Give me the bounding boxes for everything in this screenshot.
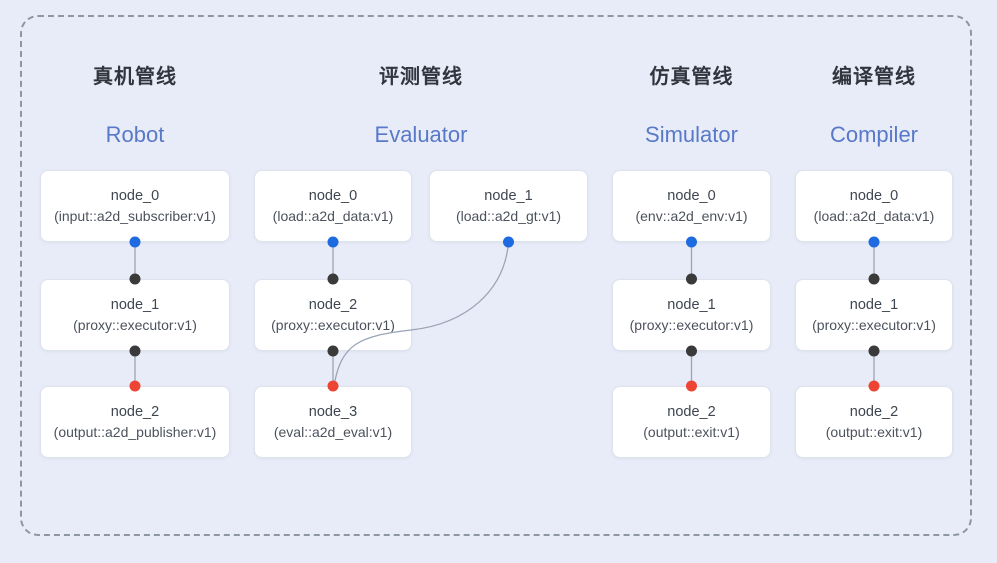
node-type: (eval::a2d_eval:v1) [273, 424, 393, 440]
evaluator-node_0-card: node_0(load::a2d_data:v1) [254, 170, 412, 242]
node-name: node_2 [849, 404, 899, 420]
pipeline-simulator-title-en: Simulator [645, 122, 738, 147]
node-name: node_1 [110, 297, 160, 313]
node-name: node_0 [849, 188, 899, 204]
pipeline-compiler-title-zh: 编译管线 [832, 66, 916, 88]
evaluator-node_1-card: node_1(load::a2d_gt:v1) [429, 170, 588, 242]
node-type: (output::exit:v1) [643, 424, 740, 440]
node-name: node_1 [849, 297, 899, 313]
node-name: node_0 [110, 188, 160, 204]
diagram-boundary [20, 15, 972, 536]
node-type: (load::a2d_data:v1) [813, 208, 935, 224]
pipeline-evaluator-title-zh: 评测管线 [379, 66, 463, 88]
pipeline-robot-title-zh: 真机管线 [93, 66, 177, 88]
pipeline-evaluator-title-en: Evaluator [374, 122, 468, 147]
node-type: (env::a2d_env:v1) [635, 208, 748, 224]
node-name: node_3 [308, 404, 358, 420]
node-type: (proxy::executor:v1) [629, 317, 754, 333]
node-name: node_1 [484, 188, 533, 204]
pipeline-simulator-title-zh: 仿真管线 [649, 66, 734, 88]
simulator-node_2-card: node_2(output::exit:v1) [612, 386, 771, 458]
node-type: (load::a2d_gt:v1) [455, 208, 562, 224]
compiler-node_1-card: node_1(proxy::executor:v1) [795, 279, 953, 351]
node-name: node_1 [667, 297, 716, 313]
node-name: node_2 [667, 404, 716, 420]
compiler-node_2-card: node_2(output::exit:v1) [795, 386, 953, 458]
robot-node_0-card: node_0(input::a2d_subscriber:v1) [40, 170, 230, 242]
robot-node_1-card: node_1(proxy::executor:v1) [40, 279, 230, 351]
node-type: (proxy::executor:v1) [812, 317, 936, 333]
node-name: node_0 [667, 188, 716, 204]
compiler-node_0-card: node_0(load::a2d_data:v1) [795, 170, 953, 242]
node-type: (proxy::executor:v1) [73, 317, 197, 333]
evaluator-node_3-card: node_3(eval::a2d_eval:v1) [254, 386, 412, 458]
node-type: (proxy::executor:v1) [271, 317, 395, 333]
node-type: (output::exit:v1) [825, 424, 923, 440]
pipeline-compiler-title-en: Compiler [829, 122, 919, 147]
robot-node_2-card: node_2(output::a2d_publisher:v1) [40, 386, 230, 458]
simulator-node_1-card: node_1(proxy::executor:v1) [612, 279, 771, 351]
node-name: node_2 [308, 297, 358, 313]
node-name: node_0 [308, 188, 358, 204]
node-type: (load::a2d_data:v1) [272, 208, 394, 224]
node-type: (output::a2d_publisher:v1) [53, 424, 217, 440]
evaluator-node_2-card: node_2(proxy::executor:v1) [254, 279, 412, 351]
node-name: node_2 [110, 404, 160, 420]
simulator-node_0-card: node_0(env::a2d_env:v1) [612, 170, 771, 242]
node-type: (input::a2d_subscriber:v1) [54, 208, 216, 224]
pipeline-robot-title-en: Robot [105, 122, 165, 147]
